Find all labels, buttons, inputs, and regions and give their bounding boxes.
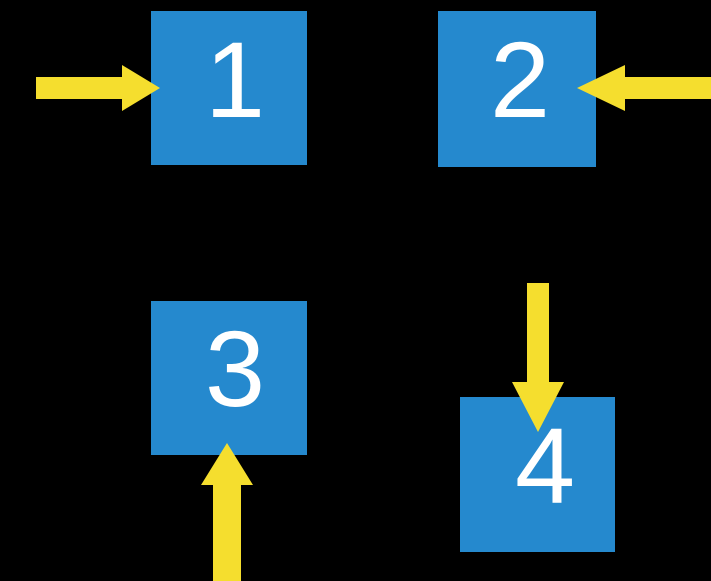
node-label-2: 2 [490,19,551,140]
arrow-right-into-box-1 [36,65,160,111]
node-label-3: 3 [205,308,266,429]
node-box-1[interactable] [151,11,307,165]
arrow-up-into-box-3 [201,443,253,581]
node-box-2[interactable] [438,11,596,167]
node-label-1: 1 [205,19,266,140]
arrow-left-into-box-2 [577,65,711,111]
node-label-4: 4 [515,405,576,526]
node-box-3[interactable] [151,301,307,455]
arrow-down-into-box-4 [512,283,564,432]
